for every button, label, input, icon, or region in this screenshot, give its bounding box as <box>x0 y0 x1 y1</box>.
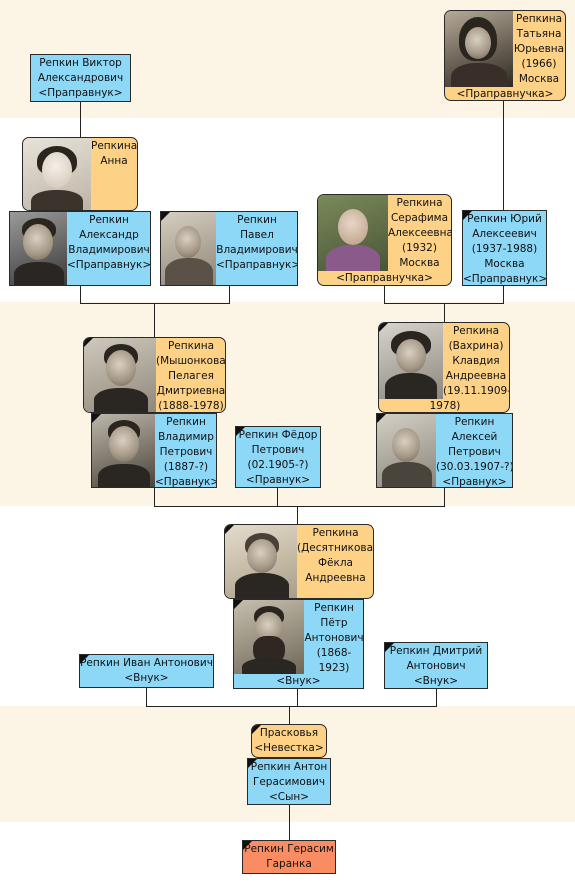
person-card-petr[interactable]: Репкин Пётр Антонович (1868- 1923) <Внук… <box>233 599 364 689</box>
person-card-tatyana[interactable]: Репкина Татьяна Юрьевна (1966) Москва <П… <box>444 10 566 101</box>
portrait-photo <box>318 195 388 271</box>
mourning-ribbon-icon <box>80 655 89 664</box>
mourning-ribbon-icon <box>236 427 245 436</box>
person-card-vladimir[interactable]: Репкин Владимир Петрович (1887-?) <Правн… <box>91 413 217 488</box>
person-card-fedor[interactable]: Репкин Фёдор Петрович (02.1905-?) <Правн… <box>235 426 321 488</box>
portrait-photo <box>225 525 297 598</box>
mourning-ribbon-icon <box>243 841 252 850</box>
person-card-ivan[interactable]: Репкин Иван Антонович <Внук> <box>79 654 214 688</box>
portrait-photo <box>445 11 513 87</box>
person-card-aleksey[interactable]: Репкин Алексей Петрович (30.03.1907-?) <… <box>376 413 513 488</box>
portrait-photo <box>92 414 155 487</box>
mourning-ribbon-icon <box>248 759 257 768</box>
person-card-yuriy[interactable]: Репкин Юрий Алексеевич (1937-1988) Москв… <box>462 210 547 286</box>
portrait-photo <box>379 323 443 399</box>
person-card-viktor[interactable]: Репкин Виктор Александрович <Праправнук> <box>30 54 131 102</box>
mourning-ribbon-icon <box>252 725 261 734</box>
portrait-photo <box>23 138 91 210</box>
person-card-serafima[interactable]: Репкина Серафима Алексеевна (1932) Москв… <box>317 194 452 286</box>
portrait-photo <box>377 414 436 487</box>
mourning-ribbon-icon <box>234 600 243 609</box>
portrait-photo <box>84 338 156 412</box>
portrait-photo <box>10 212 67 285</box>
mourning-ribbon-icon <box>161 212 170 221</box>
portrait-photo <box>161 212 216 285</box>
person-card-anna[interactable]: Репкина Анна <box>22 137 138 211</box>
mourning-ribbon-icon <box>379 323 388 332</box>
person-card-praskovya[interactable]: Прасковья <Невестка> <box>251 724 327 758</box>
mourning-ribbon-icon <box>385 643 394 652</box>
person-card-pelageya[interactable]: Репкина (Мышонкова) Пелагея Дмитриевна (… <box>83 337 226 413</box>
person-card-anton[interactable]: Репкин Антон Герасимович <Сын> <box>247 758 331 805</box>
mourning-ribbon-icon <box>377 414 386 423</box>
person-card-pavel[interactable]: Репкин Павел Владимирович <Праправнук> <box>160 211 298 286</box>
person-card-klavdiya[interactable]: Репкина (Вахрина) Клавдия Андреевна (19.… <box>378 322 510 413</box>
mourning-ribbon-icon <box>463 211 472 220</box>
person-card-dmitriy[interactable]: Репкин Дмитрий Антонович <Внук> <box>384 642 488 689</box>
person-card-fekla[interactable]: Репкина (Десятникова) Фёкла Андреевна <box>224 524 374 599</box>
person-card-gerasim[interactable]: Репкин Герасим Гаранка <box>242 840 336 874</box>
person-card-aleksandr[interactable]: Репкин Александр Владимирович <Праправну… <box>9 211 151 286</box>
portrait-photo <box>234 600 304 674</box>
mourning-ribbon-icon <box>84 338 93 347</box>
mourning-ribbon-icon <box>92 414 101 423</box>
mourning-ribbon-icon <box>225 525 234 534</box>
